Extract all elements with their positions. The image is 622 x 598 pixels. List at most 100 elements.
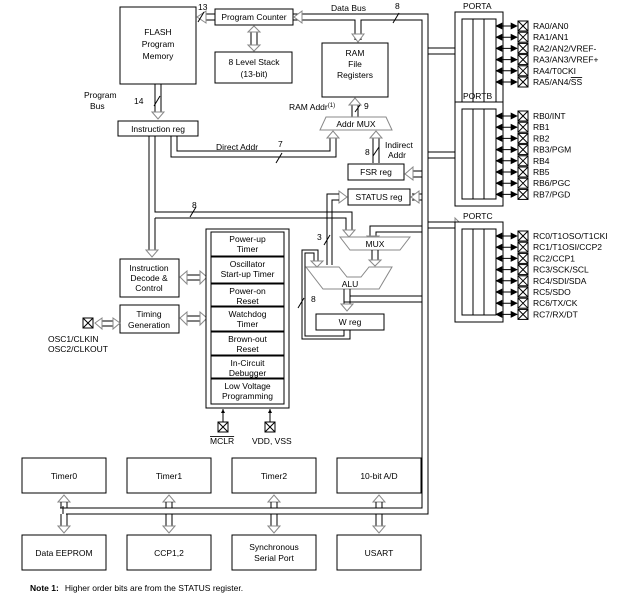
decode-label-1: Instruction — [129, 263, 168, 273]
mclr-pin-icon — [217, 421, 229, 433]
flash-label-1: FLASH — [144, 27, 171, 37]
supervisory-item-label: Watchdog — [229, 309, 267, 319]
peripheral-label: Data EEPROM — [35, 548, 92, 558]
pin-label: RC1/T1OSI/CCP2 — [533, 242, 602, 252]
vdd-vss-pin-icon — [264, 421, 276, 433]
osc-pin-icon — [82, 317, 94, 329]
ram-addr-label: RAM Addr(1) — [289, 102, 335, 112]
ram-label-2: File — [348, 59, 362, 69]
supervisory-item-label: Timer — [237, 244, 259, 254]
pin-label: RC5/SDO — [533, 287, 571, 297]
timing-generation — [119, 304, 180, 334]
io-ports: PORTARA0/AN0RA1/AN1RA2/AN2/VREF-RA3/AN3/… — [454, 1, 608, 323]
ram-label-3: Registers — [337, 70, 373, 80]
flash-label-2: Program — [142, 39, 175, 49]
addr-mux-label: Addr MUX — [336, 119, 376, 129]
osc-label-1: OSC1/CLKIN — [48, 334, 99, 344]
osc-label-2: OSC2/CLKOUT — [48, 344, 108, 354]
timing-label-1: Timing — [136, 309, 161, 319]
instruction-reg — [117, 120, 199, 137]
pin-label: RB5 — [533, 167, 550, 177]
peripheral-label: Synchronous — [249, 542, 299, 552]
ir-bus-width: 8 — [192, 200, 197, 210]
peripheral-label: 10-bit A/D — [360, 471, 397, 481]
program-bus-label-1: Program — [84, 90, 117, 100]
supervisory-item-label: Power-up — [229, 234, 266, 244]
pin-label: RB0/INT — [533, 111, 566, 121]
peripheral-block — [21, 457, 107, 494]
direct-addr-label: Direct Addr — [216, 142, 258, 152]
supervisory-item — [210, 331, 285, 356]
peripheral-block — [231, 534, 317, 571]
peripheral-label: Timer2 — [261, 471, 287, 481]
pin-label: RA2/AN2/VREF- — [533, 43, 596, 53]
peripheral-block — [126, 457, 212, 494]
timing-supervisor-link — [179, 310, 208, 327]
program-bus-width: 14 — [134, 96, 144, 106]
supervisory-item — [210, 355, 285, 379]
peripherals: Timer0 Timer1 Timer2 10-bit A/D Data EEPROM C… — [21, 457, 428, 571]
addr-mux — [319, 116, 393, 131]
supervisory-item-label: Brown-out — [228, 334, 267, 344]
pin-label: RB4 — [533, 156, 550, 166]
w-reg-label: W reg — [339, 317, 362, 327]
level-stack — [214, 51, 293, 84]
pin-label: RC3/SCK/SCL — [533, 265, 589, 275]
osc-timing-link — [94, 317, 121, 331]
supervisory-item — [210, 378, 285, 405]
ram-file-registers — [321, 42, 389, 98]
fsr-reg — [347, 163, 405, 181]
pin-label: RB7/PGD — [533, 189, 570, 199]
footnote: Note 1:Higher order bits are from the ST… — [30, 583, 243, 593]
pin-label: RA1/AN1 — [533, 32, 569, 42]
alu — [304, 266, 393, 290]
supervisory-item — [210, 256, 285, 284]
port-name: PORTB — [463, 91, 492, 101]
supervisory-item-label: In-Circuit — [230, 358, 265, 368]
supervisory-item-label: Timer — [237, 319, 259, 329]
peripheral-label: Serial Port — [254, 553, 294, 563]
supervisory-item — [210, 283, 285, 307]
peripheral-block — [336, 457, 422, 494]
port-latch — [461, 108, 497, 200]
port-latch — [461, 18, 497, 104]
decode-supervisor-link — [179, 269, 208, 286]
supervisory-item-label: Low Voltage — [224, 381, 271, 391]
supervisory-item-label: Programming — [222, 391, 273, 401]
supervisory-item — [210, 231, 285, 257]
timing-label-2: Generation — [128, 320, 170, 330]
supervisory-item-label: Start-up Timer — [221, 269, 275, 279]
peripheral-label: CCP1,2 — [154, 548, 184, 558]
decode-label-2: Decode & — [130, 273, 168, 283]
peripheral-label: USART — [365, 548, 394, 558]
decode-label-3: Control — [135, 283, 163, 293]
port-latch — [461, 228, 497, 316]
vdd-vss-label: VDD, VSS — [252, 436, 292, 446]
pin-label: RA4/T0CKI — [533, 66, 576, 76]
pin-label: RC6/TX/CK — [533, 298, 578, 308]
data-bus-label: Data Bus — [331, 3, 366, 13]
stack-label-2: (13-bit) — [241, 69, 268, 79]
port-name: PORTA — [463, 1, 492, 11]
pin-label: RB6/PGC — [533, 178, 570, 188]
pin-label: RA5/AN4/SS — [533, 77, 582, 87]
supervisory-item-label: Oscillator — [230, 259, 266, 269]
pin-label: RB1 — [533, 122, 550, 132]
indirect-addr-label-1: Indirect — [385, 140, 414, 150]
peripheral-label: Timer1 — [156, 471, 182, 481]
stack-label-1: 8 Level Stack — [228, 57, 280, 67]
w-feedback-width: 8 — [311, 294, 316, 304]
peripheral-block — [21, 534, 107, 571]
alu-label: ALU — [342, 279, 359, 289]
mux — [338, 236, 412, 251]
supervisory-item-label: Power-on — [229, 286, 266, 296]
indirect-addr-label-2: Addr — [388, 150, 406, 160]
supervisory-item-label: Reset — [236, 296, 259, 306]
status-reg — [347, 188, 411, 206]
peripheral-label: Timer0 — [51, 471, 77, 481]
port-name: PORTC — [463, 211, 493, 221]
pin-label: RC7/RX/DT — [533, 309, 578, 319]
peripheral-block — [336, 534, 422, 571]
